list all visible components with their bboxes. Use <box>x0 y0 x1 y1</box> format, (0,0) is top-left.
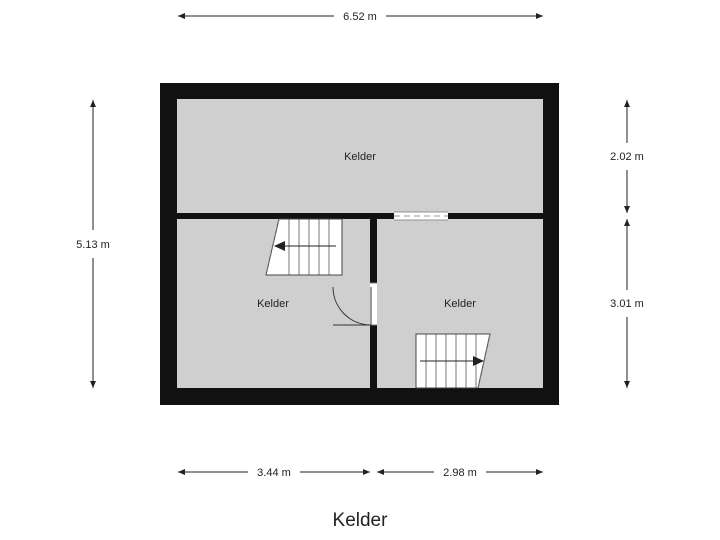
dimension-bottom-right-label: 2.98 m <box>443 467 477 479</box>
door <box>332 282 377 326</box>
dimension-right-bottom-label: 3.01 m <box>610 298 644 310</box>
staircase-upper <box>265 218 343 276</box>
dimension-right-bottom: 3.01 m <box>610 219 644 388</box>
dimension-top-width-label: 6.52 m <box>343 11 377 23</box>
wall-opening <box>394 211 448 221</box>
room-label-bottom-right: Kelder <box>444 298 476 310</box>
dimension-bottom-left-label: 3.44 m <box>257 467 291 479</box>
dimension-top-width: 6.52 m <box>178 11 543 23</box>
plan-title: Kelder <box>332 510 388 531</box>
dimension-right-top: 2.02 m <box>610 100 644 213</box>
room-top-floor <box>177 99 543 213</box>
room-label-top: Kelder <box>344 151 376 163</box>
room-label-bottom-left: Kelder <box>257 298 289 310</box>
dimension-left-height-label: 5.13 m <box>76 239 110 251</box>
dimension-left-height: 5.13 m <box>76 100 110 388</box>
dimension-right-top-label: 2.02 m <box>610 151 644 163</box>
staircase-lower <box>415 333 491 389</box>
dimension-bottom-left: 3.44 m <box>178 467 370 479</box>
dimension-bottom-right: 2.98 m <box>377 467 543 479</box>
